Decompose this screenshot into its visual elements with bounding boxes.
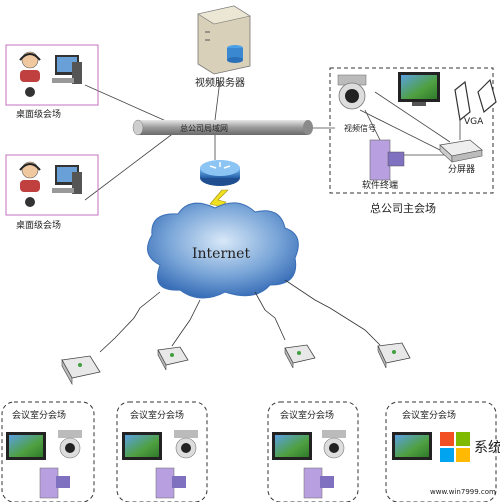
desktop-venue-box-2 — [5, 154, 99, 216]
desktop-venue-label-2: 桌面级会场 — [16, 219, 61, 231]
server-icon — [197, 5, 251, 75]
internet-cloud — [147, 202, 299, 299]
lan-backbone-label: 总公司局域网 — [180, 123, 228, 133]
branch-modem-icon-3 — [284, 344, 316, 369]
video-signal-label: 视频信号 — [344, 123, 376, 133]
splitter-icon — [439, 139, 483, 163]
desktop-user-icon-2 — [19, 161, 41, 207]
branch-terminal-icon-1 — [39, 467, 70, 499]
projector-screen-icon — [454, 78, 497, 122]
branch-terminal-icon-3 — [303, 467, 334, 499]
splitter-label: 分屏器 — [448, 164, 475, 175]
branch-tv-icon-4 — [392, 432, 432, 460]
branch-label-3: 会议室分会场 — [280, 409, 334, 421]
connection-lines — [84, 79, 461, 201]
desktop-venue-box-1 — [5, 44, 99, 106]
desktop-venue-label-1: 桌面级会场 — [16, 108, 61, 120]
lan-backbone-pipe — [132, 119, 313, 136]
windows-logo-icon — [440, 432, 470, 462]
branch-box-2 — [116, 401, 208, 502]
camera-icon — [337, 74, 367, 110]
tv-screen-icon — [398, 72, 440, 106]
branch-tv-icon-1 — [6, 432, 46, 460]
branch-modem-icon-2 — [157, 346, 189, 371]
branch-camera-icon-1 — [58, 430, 82, 459]
branch-modem-icon-4 — [377, 342, 411, 369]
hq-main-venue-box — [329, 67, 494, 194]
desktop-pc-icon-1 — [52, 55, 82, 84]
branch-tv-icon-2 — [122, 432, 162, 460]
hq-main-venue-label: 总公司主会场 — [370, 201, 436, 215]
vga-label: VGA — [464, 117, 484, 127]
router-icon — [200, 160, 240, 186]
branch-modem-icon-1 — [61, 355, 101, 386]
branch-box-3 — [267, 401, 359, 502]
branch-tv-icon-3 — [272, 432, 312, 460]
watermark-brand-text: 系统粉 — [474, 440, 500, 456]
software-terminal-label: 软件终端 — [362, 179, 398, 191]
software-terminal-icon — [369, 139, 405, 181]
desktop-user-icon-1 — [19, 51, 41, 97]
branch-label-4: 会议室分会场 — [402, 409, 456, 421]
branch-box-4 — [385, 401, 497, 502]
watermark-url: www.win7999.com — [430, 488, 496, 496]
branch-links — [99, 279, 381, 353]
branch-terminal-icon-2 — [155, 467, 186, 499]
branch-camera-icon-3 — [322, 430, 346, 459]
branch-label-2: 会议室分会场 — [130, 409, 184, 421]
video-server-label: 视频服务器 — [195, 76, 245, 89]
desktop-pc-icon-2 — [52, 165, 82, 194]
branch-camera-icon-2 — [174, 430, 198, 459]
branch-label-1: 会议室分会场 — [12, 409, 66, 421]
internet-label: Internet — [192, 246, 250, 262]
